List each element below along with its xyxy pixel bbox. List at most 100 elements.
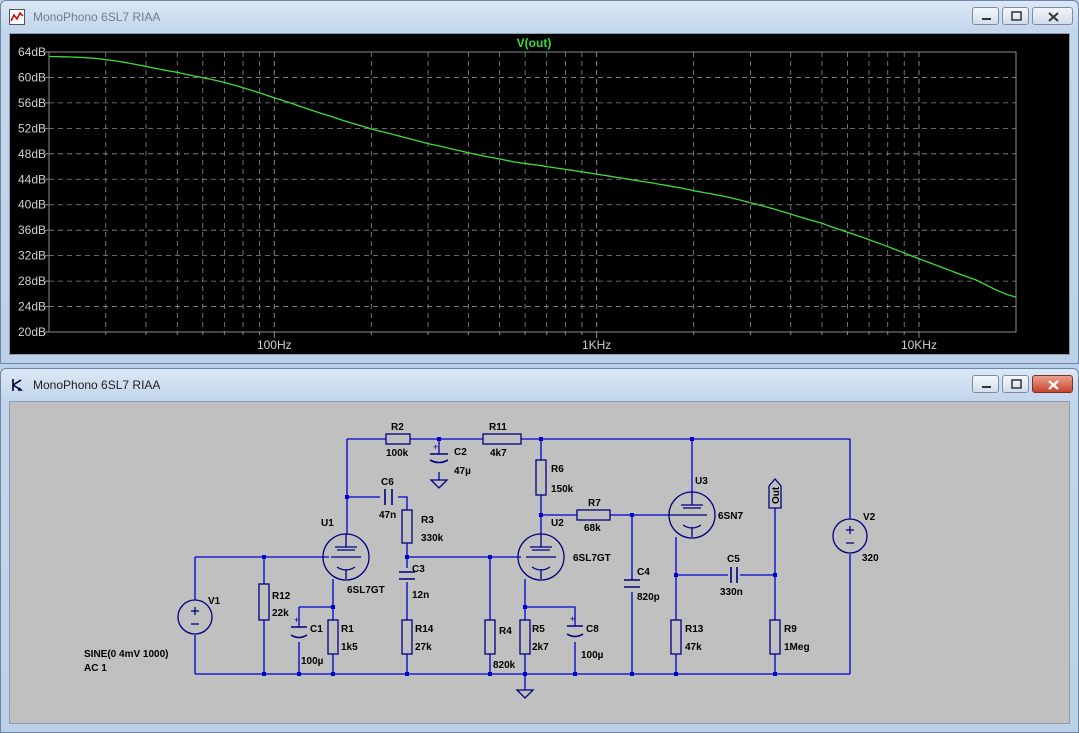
y-axis-ticks: 20dB24dB28dB32dB36dB40dB44dB48dB52dB56dB… xyxy=(18,45,49,339)
capacitor-c3[interactable] xyxy=(399,571,415,580)
label-r2: R2 xyxy=(391,422,404,433)
value-r1: 1k5 xyxy=(341,642,358,653)
tube-u2[interactable] xyxy=(517,533,565,581)
resistor-r7[interactable] xyxy=(576,509,611,521)
minimize-icon xyxy=(982,386,991,388)
value-c5: 330n xyxy=(720,587,743,598)
y-tick-label: 32dB xyxy=(18,249,46,263)
value-r11: 4k7 xyxy=(490,448,507,459)
wires[interactable] xyxy=(194,438,851,690)
label-c5: C5 xyxy=(727,554,740,565)
capacitor-c8[interactable] xyxy=(566,625,584,638)
label-v2: V2 xyxy=(863,512,876,523)
capacitor-c6[interactable] xyxy=(384,489,393,505)
close-icon xyxy=(1048,380,1059,390)
maximize-button[interactable] xyxy=(1002,375,1029,393)
plot-grid xyxy=(49,52,1016,332)
output-port[interactable]: Out xyxy=(768,478,782,509)
resistor-r3[interactable] xyxy=(401,509,413,544)
schematic-canvas[interactable]: + + + xyxy=(9,401,1070,724)
waveform-icon xyxy=(9,9,25,25)
minimize-icon xyxy=(982,18,991,20)
y-tick-label: 36dB xyxy=(18,223,46,237)
plot-frame xyxy=(48,51,1017,333)
source-ac: AC 1 xyxy=(84,663,107,674)
label-c1: C1 xyxy=(310,624,323,635)
ground-symbol[interactable] xyxy=(429,479,449,489)
capacitor-c5[interactable] xyxy=(730,567,738,583)
transistor-icon xyxy=(12,379,23,391)
label-r14: R14 xyxy=(415,624,434,635)
bode-plot[interactable]: 20dB24dB28dB32dB36dB40dB44dB48dB52dB56dB… xyxy=(10,34,1070,355)
capacitor-c4[interactable] xyxy=(624,579,640,588)
label-c3: C3 xyxy=(412,564,425,575)
value-r5: 2k7 xyxy=(532,642,549,653)
schematic-window: MonoPhono 6SL7 RIAA xyxy=(0,368,1079,733)
label-u2: U2 xyxy=(551,518,564,529)
ground-symbol[interactable] xyxy=(515,689,535,699)
close-button[interactable] xyxy=(1032,375,1073,393)
value-r14: 27k xyxy=(415,642,432,653)
value-r4: 820k xyxy=(493,660,516,671)
label-v1: V1 xyxy=(208,596,221,607)
label-r12: R12 xyxy=(272,591,291,602)
svg-text:+: + xyxy=(433,442,438,452)
trace-line-vout[interactable] xyxy=(49,55,1017,298)
value-c2: 47µ xyxy=(454,466,471,477)
svg-text:+: + xyxy=(294,615,299,625)
value-r9: 1Meg xyxy=(784,642,810,653)
label-u3: U3 xyxy=(695,476,708,487)
resistor-r11[interactable] xyxy=(482,433,522,445)
output-port-label: Out xyxy=(771,486,782,504)
tube-u3[interactable] xyxy=(667,491,716,539)
x-tick-label: 10KHz xyxy=(901,338,937,352)
schematic-drawing[interactable]: + + + xyxy=(10,402,1070,724)
resistor-r14[interactable] xyxy=(401,619,413,655)
resistor-r12[interactable] xyxy=(258,583,270,621)
label-r7: R7 xyxy=(588,498,601,509)
label-r5: R5 xyxy=(532,624,545,635)
close-button[interactable] xyxy=(1032,7,1073,25)
resistor-r1[interactable] xyxy=(327,619,339,655)
x-tick-label: 100Hz xyxy=(257,338,292,352)
label-r11: R11 xyxy=(489,422,507,433)
capacitor-c2[interactable] xyxy=(429,453,449,464)
resistor-r6[interactable] xyxy=(535,459,547,496)
label-r13: R13 xyxy=(685,624,704,635)
trace-label[interactable]: V(out) xyxy=(517,36,552,50)
voltage-source-v2[interactable] xyxy=(832,518,868,554)
tube-u1[interactable] xyxy=(322,533,370,581)
plot-window-title: MonoPhono 6SL7 RIAA xyxy=(33,10,161,24)
maximize-button[interactable] xyxy=(1002,7,1029,25)
minimize-button[interactable] xyxy=(972,375,999,393)
label-c4: C4 xyxy=(637,567,650,578)
resistor-r9[interactable] xyxy=(769,619,781,655)
resistor-r4[interactable] xyxy=(484,619,496,655)
label-r9: R9 xyxy=(784,624,797,635)
source-spec: SINE(0 4mV 1000) xyxy=(84,649,169,660)
resistor-r5[interactable] xyxy=(519,619,531,655)
value-r2: 100k xyxy=(386,448,409,459)
label-u1: U1 xyxy=(321,518,334,529)
label-r3: R3 xyxy=(421,515,434,526)
junctions xyxy=(262,437,777,676)
polarity-marks: + + + xyxy=(294,442,575,625)
svg-text:+: + xyxy=(570,614,575,624)
minimize-button[interactable] xyxy=(972,7,999,25)
plot-titlebar[interactable]: MonoPhono 6SL7 RIAA xyxy=(1,1,1078,33)
resistor-r2[interactable] xyxy=(385,433,411,445)
y-tick-label: 44dB xyxy=(18,172,46,186)
schematic-titlebar[interactable]: MonoPhono 6SL7 RIAA xyxy=(1,369,1078,401)
schematic-window-title: MonoPhono 6SL7 RIAA xyxy=(33,378,161,392)
resistor-r13[interactable] xyxy=(670,619,682,655)
capacitor-c1[interactable] xyxy=(290,626,308,639)
voltage-source-v1[interactable] xyxy=(177,599,213,635)
label-c6: C6 xyxy=(381,477,394,488)
y-tick-label: 40dB xyxy=(18,198,46,212)
value-c6: 47n xyxy=(379,510,396,521)
y-tick-label: 64dB xyxy=(18,45,46,59)
value-r6: 150k xyxy=(551,484,574,495)
value-c1: 100µ xyxy=(301,656,324,667)
value-u3: 6SN7 xyxy=(718,511,743,522)
